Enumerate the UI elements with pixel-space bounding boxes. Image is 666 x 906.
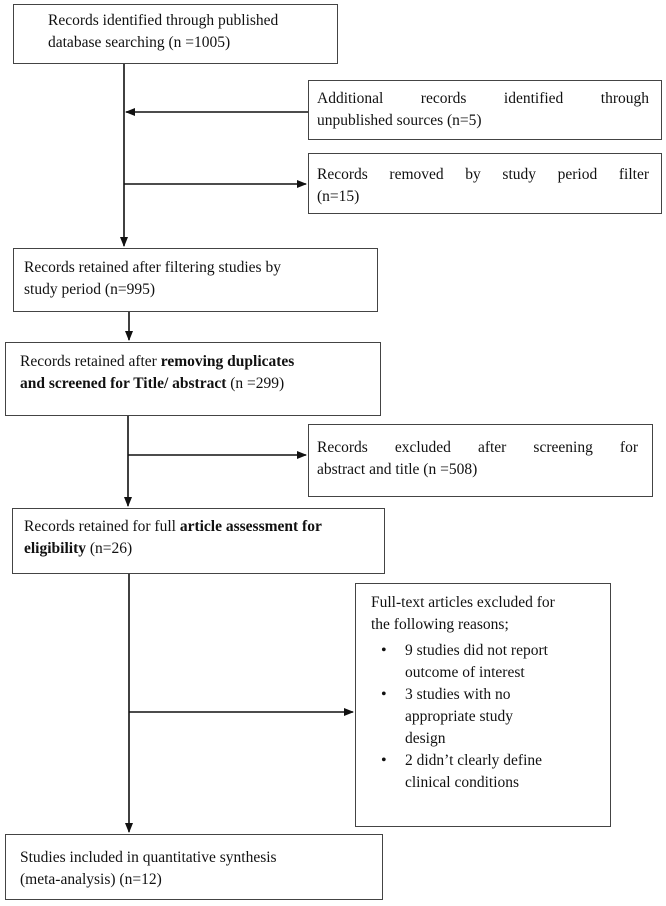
box-additional-records: Additional records identified through un… <box>308 80 662 140</box>
fulltext-line1-plain: Records retained for full <box>24 518 180 535</box>
box-records-retained-duplicates-line1: Records retained after removing duplicat… <box>20 351 380 373</box>
exclusion-reason-line: appropriate study <box>405 708 514 725</box>
fulltext-line1-bold: article assessment for <box>179 518 322 535</box>
box-records-excluded-screening-line2: abstract and title (n =508) <box>317 461 478 478</box>
box-records-retained-fulltext-line2: eligibility (n=26) <box>24 538 384 560</box>
box-records-retained-fulltext-line1: Records retained for full article assess… <box>24 516 384 538</box>
box-studies-included-line2: (meta-analysis) (n=12) <box>20 871 162 888</box>
box-additional-records-line1: Additional records identified through <box>317 90 649 107</box>
box-records-identified-line2: database searching (n =1005) <box>48 34 231 51</box>
box-records-identified: Records identified through published dat… <box>13 4 338 64</box>
box-records-removed-period-line1: Records removed by study period filter <box>317 166 649 183</box>
duplicates-line1-bold: removing duplicates <box>160 353 295 370</box>
exclusion-reasons-list: 9 studies did not report outcome of inte… <box>371 640 610 794</box>
box-records-retained-period-line1: Records retained after filtering studies… <box>24 259 281 276</box>
box-records-retained-period: Records retained after filtering studies… <box>13 248 378 312</box>
box-fulltext-excluded-line2: the following reasons; <box>371 616 509 633</box>
fulltext-line2-bold: eligibility <box>24 540 86 557</box>
exclusion-reason: 3 studies with no appropriate study desi… <box>381 684 610 750</box>
duplicates-line2-bold: and screened for Title/ abstract <box>20 375 227 392</box>
box-records-retained-fulltext: Records retained for full article assess… <box>12 508 385 574</box>
box-records-excluded-screening-line1: Records excluded after screening for <box>317 439 638 456</box>
box-studies-included-line1: Studies included in quantitative synthes… <box>20 849 277 866</box>
box-fulltext-excluded: Full-text articles excluded for the foll… <box>355 583 611 827</box>
box-records-removed-period: Records removed by study period filter (… <box>308 153 662 214</box>
duplicates-line1-plain: Records retained after <box>20 353 161 370</box>
fulltext-line2-plain: (n=26) <box>86 540 133 557</box>
box-records-retained-duplicates-line2: and screened for Title/ abstract (n =299… <box>20 373 380 395</box>
box-records-identified-line1: Records identified through published <box>48 12 279 29</box>
box-records-removed-period-line2: (n=15) <box>317 188 360 205</box>
box-fulltext-excluded-line1: Full-text articles excluded for <box>371 594 555 611</box>
box-records-excluded-screening: Records excluded after screening for abs… <box>308 424 653 497</box>
exclusion-reason: 2 didn’t clearly define clinical conditi… <box>381 750 610 794</box>
exclusion-reason-line: design <box>405 730 446 747</box>
exclusion-reason-line: outcome of interest <box>405 664 525 681</box>
duplicates-line2-plain: (n =299) <box>226 375 285 392</box>
exclusion-reason-line: 3 studies with no <box>405 686 511 703</box>
box-records-retained-period-line2: study period (n=995) <box>24 281 156 298</box>
box-records-retained-duplicates: Records retained after removing duplicat… <box>5 342 381 416</box>
exclusion-reason-line: 9 studies did not report <box>405 642 548 659</box>
exclusion-reason-line: 2 didn’t clearly define <box>405 752 543 769</box>
box-studies-included: Studies included in quantitative synthes… <box>5 834 383 900</box>
box-additional-records-line2: unpublished sources (n=5) <box>317 112 482 129</box>
exclusion-reason: 9 studies did not report outcome of inte… <box>381 640 610 684</box>
exclusion-reason-line: clinical conditions <box>405 774 520 791</box>
